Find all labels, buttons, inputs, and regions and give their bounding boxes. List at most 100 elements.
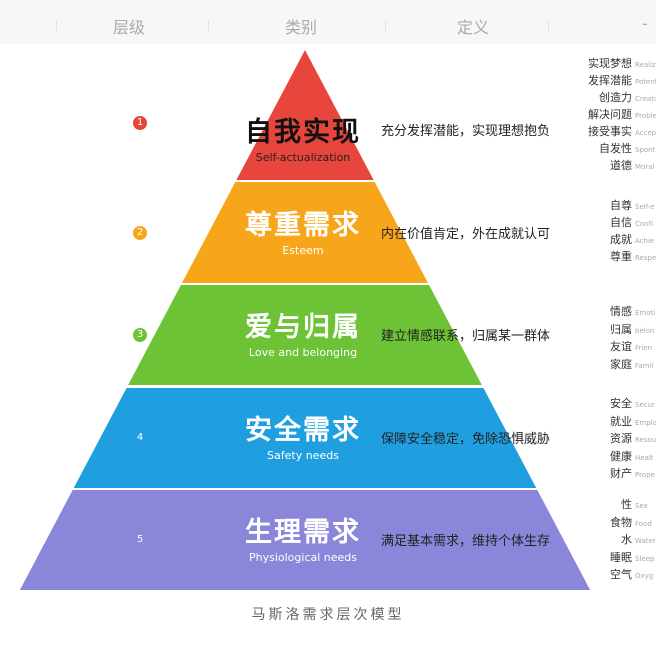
definition-text: 充分发挥潜能，实现理想抱负 — [381, 124, 551, 139]
keyword-en: Water — [635, 537, 656, 545]
keyword-en: Emoti — [635, 309, 656, 317]
keyword-zh: 成就 — [610, 233, 632, 246]
definition-text: 建立情感联系，归属某一群体 — [381, 329, 551, 344]
keyword-zh: 尊重 — [610, 250, 632, 263]
table-header: 层级 类别 定义 - — [0, 0, 656, 44]
level-number: 2 — [133, 225, 147, 240]
category-label: 尊重需求 Esteem — [203, 203, 403, 257]
definition-text: 保障安全稳定，免除恐惧威胁 — [381, 432, 551, 447]
divider — [208, 20, 209, 32]
keyword-zh: 解决问题 — [588, 108, 632, 121]
keyword-en: Moral — [635, 163, 655, 171]
keyword-en: Potent — [635, 78, 656, 86]
level-number: 5 — [133, 533, 147, 547]
keyword-zh: 自发性 — [599, 142, 632, 155]
keyword-zh: 自尊 — [610, 199, 632, 212]
keyword-en: Creati — [635, 95, 656, 103]
keyword-en: Resou — [635, 436, 656, 444]
keyword-zh: 安全 — [610, 397, 632, 410]
keyword-zh: 情感 — [610, 305, 632, 318]
keyword-zh: 自信 — [610, 216, 632, 229]
category-en: Safety needs — [267, 449, 339, 462]
header-category: 类别 — [285, 18, 318, 37]
keyword-en: Respe — [635, 254, 656, 262]
pyramid-layer-2 — [181, 182, 429, 283]
category-en: Esteem — [282, 243, 324, 257]
definition-text: 内在价值肯定，外在成就认可 — [381, 226, 551, 242]
category-zh: 爱与归属 — [245, 312, 361, 343]
keyword-zh: 资源 — [610, 432, 632, 445]
header-definition: 定义 — [457, 18, 490, 37]
keyword-zh: 归属 — [610, 322, 632, 336]
keyword-zh: 友谊 — [610, 340, 632, 353]
keyword-en: Sex — [635, 502, 648, 510]
divider — [56, 20, 57, 32]
pyramid-layer-4 — [73, 388, 537, 488]
category-zh: 安全需求 — [245, 415, 361, 446]
keyword-en: Secur — [635, 401, 655, 409]
category-label: 自我实现 Self-actualization — [203, 110, 403, 164]
keyword-zh: 性 — [621, 498, 632, 511]
keyword-en: Accep — [635, 129, 656, 137]
header-level: 层级 — [113, 18, 146, 37]
pyramid-layer-1 — [236, 50, 374, 180]
divider — [548, 20, 549, 32]
keyword-en: Spont — [635, 146, 656, 154]
keyword-zh: 食物 — [610, 515, 632, 529]
keyword-en: Food — [635, 519, 652, 528]
keyword-zh: 发挥潜能 — [588, 74, 632, 87]
keyword-en: Self-e — [635, 203, 655, 211]
pyramid-layer-3 — [128, 285, 482, 385]
category-en: Physiological needs — [248, 551, 358, 564]
keyword-zh: 健康 — [610, 449, 632, 463]
level-number: 4 — [133, 431, 147, 445]
keyword-zh: 财产 — [610, 467, 632, 480]
keyword-en: Achie — [635, 237, 655, 245]
keyword-zh: 就业 — [610, 414, 632, 428]
keyword-en: Confi — [635, 220, 654, 228]
keyword-zh: 接受事实 — [588, 125, 632, 138]
header-extra: - — [642, 14, 648, 33]
keyword-zh: 空气 — [610, 568, 632, 581]
keyword-en: Frien — [635, 344, 653, 352]
keyword-zh: 睡眠 — [610, 550, 632, 564]
keyword-zh: 创造力 — [599, 91, 632, 104]
keyword-zh: 道德 — [610, 159, 632, 172]
pyramid-layer-5 — [19, 490, 591, 590]
keyword-en: Proble — [635, 112, 656, 120]
definition-text: 满足基本需求，维持个体生存 — [381, 534, 551, 549]
keyword-en: Healt — [635, 453, 654, 462]
level-number: 1 — [133, 116, 147, 130]
divider — [385, 20, 386, 32]
keyword-en: Sleep — [635, 554, 655, 563]
category-zh: 生理需求 — [245, 517, 361, 548]
category-label: 爱与归属 Love and belonging — [203, 305, 403, 359]
keyword-en: belon — [635, 326, 655, 335]
level-number: 3 — [133, 328, 147, 342]
keyword-en: Famil — [635, 361, 654, 370]
keyword-zh: 家庭 — [610, 357, 632, 371]
diagram-title: 马斯洛需求层次模型 — [251, 607, 405, 623]
category-zh: 自我实现 — [245, 117, 361, 148]
